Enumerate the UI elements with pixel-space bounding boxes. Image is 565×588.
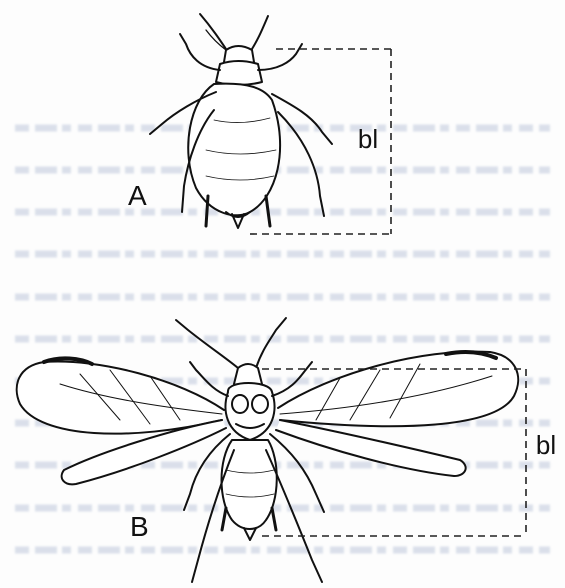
measure-label-a: bl	[358, 124, 378, 154]
aphid-b-winged	[17, 318, 518, 582]
figure-label-b: B	[130, 511, 149, 542]
measure-label-b: bl	[536, 430, 556, 460]
figure-label-a: A	[128, 180, 147, 211]
aphid-a-wingless	[150, 14, 332, 228]
